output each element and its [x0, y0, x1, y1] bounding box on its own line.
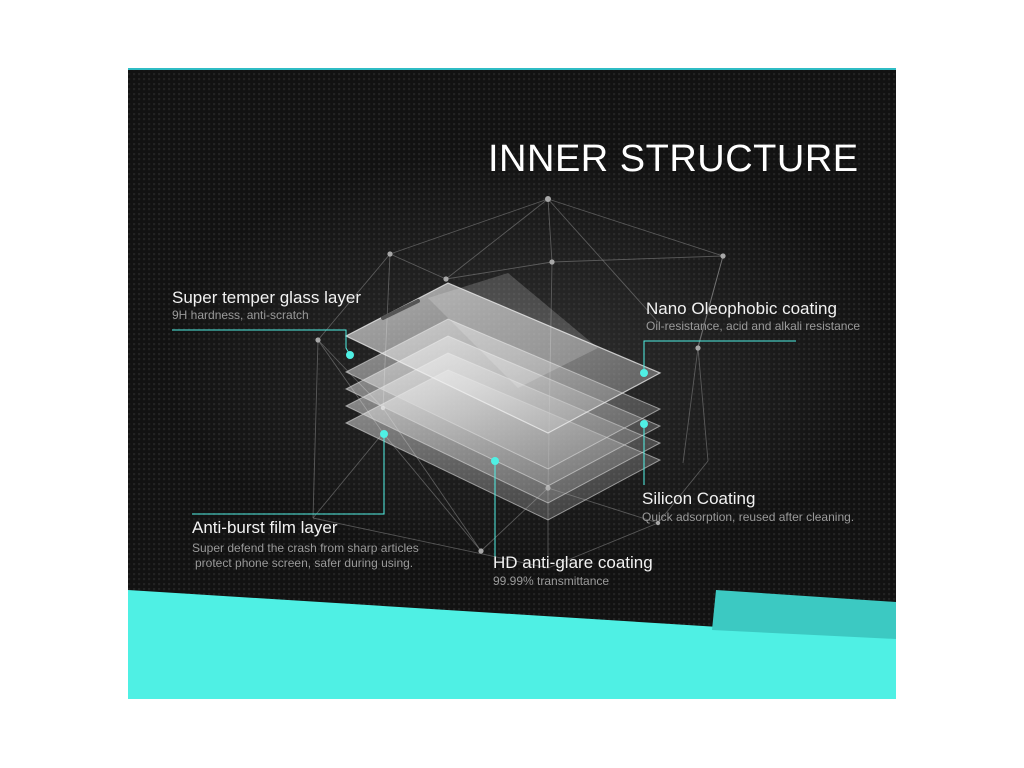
label-nano-oleophobic-title: Nano Oleophobic coating	[646, 299, 837, 318]
layer-reflection	[428, 273, 598, 388]
page-title: INNER STRUCTURE	[488, 138, 859, 180]
callout-dot-super-temper	[346, 351, 354, 359]
label-super-temper-glass-desc: 9H hardness, anti-scratch	[172, 308, 309, 322]
bottom-band-main	[128, 590, 896, 699]
callout-lines	[172, 329, 796, 559]
label-silicon-coating-desc: Quick adsorption, reused after cleaning.	[642, 510, 855, 524]
speaker-slot	[381, 299, 420, 320]
callout-line-nano	[643, 340, 796, 373]
layer-diagram	[128, 196, 896, 699]
label-anti-burst-desc-line-2: protect phone screen, safer during using…	[195, 556, 414, 570]
callout-dot-anti-burst	[380, 430, 388, 438]
callout-dot-hd	[491, 457, 499, 465]
label-anti-burst-desc: Super defend the crash from sharp articl…	[192, 541, 419, 571]
label-super-temper-glass-title: Super temper glass layer	[172, 288, 361, 307]
label-anti-burst-title: Anti-burst film layer	[192, 518, 338, 537]
label-nano-oleophobic-desc: Oil-resistance, acid and alkali resistan…	[646, 319, 861, 333]
label-silicon-coating-title: Silicon Coating	[642, 489, 756, 508]
glass-layer-stack	[344, 273, 662, 521]
bottom-band-accent	[712, 590, 896, 639]
callout-dot-silicon	[640, 420, 648, 428]
callout-line-anti-burst	[192, 434, 385, 515]
label-anti-burst-desc-line-1: Super defend the crash from sharp articl…	[192, 541, 419, 555]
label-hd-anti-glare-title: HD anti-glare coating	[493, 553, 653, 572]
top-accent-line	[128, 68, 896, 70]
layer-1-glass-sheet	[344, 282, 662, 434]
callout-dot-nano	[640, 369, 648, 377]
callout-line-super-temper	[172, 329, 351, 356]
product-infographic: INNER STRUCTURE Super temper glass layer…	[128, 68, 896, 699]
callout-dots	[346, 351, 648, 465]
label-hd-anti-glare-desc: 99.99% transmittance	[493, 574, 610, 588]
